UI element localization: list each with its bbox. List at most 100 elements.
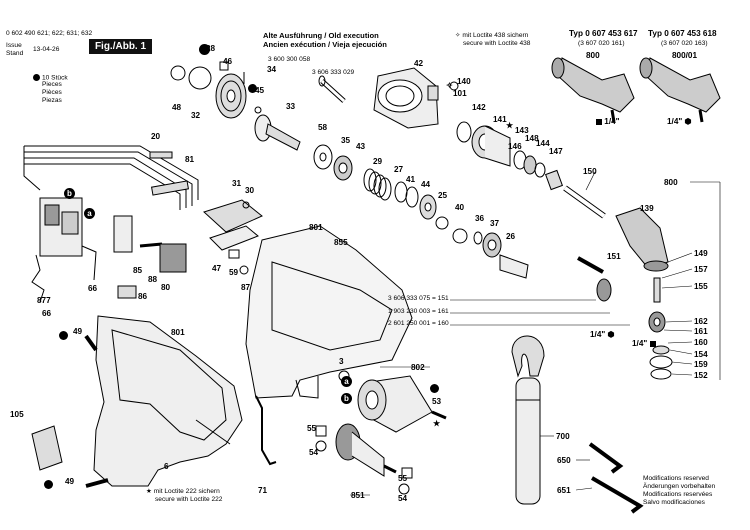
ref-3606333029: 3 606 333 029 [312,69,355,76]
part-802-motor [357,375,447,433]
part-80-switch [159,243,187,273]
part-85-plate [113,215,133,253]
part-number-label: 801 [171,328,185,337]
part-33-spindle [254,114,301,151]
part-59-block [228,249,240,259]
part-number-label: 47 [212,264,222,273]
chuck-label-right: 1/4" [632,339,656,348]
part-105-cover [31,425,63,471]
part-number-label: 59 [229,268,239,277]
part-number-label: 26 [506,232,516,241]
part-number-label: 155 [694,282,708,291]
pieces-quantity: 10 Stück [42,74,68,82]
part-31-board [203,199,263,233]
part-number-label: 700 [556,432,570,441]
part-number-label: 650 [557,456,571,465]
part-25-ring [435,216,449,230]
part-number-label: 157 [694,265,708,274]
star-icon: ★ [146,488,152,495]
part-number-label: 162 [694,317,708,326]
part-number-label: 66 [42,309,52,318]
part-55-bearing-right [401,467,413,479]
part-number-label: 800 [664,178,678,187]
pieces-line-1: Pieces [42,81,62,88]
part-54-ring-left [315,440,327,452]
part-number-label: 48 [172,103,182,112]
part-88-spring [139,242,163,248]
pieces-line-3: Piezas [42,97,62,104]
ref-161: 1 903 230 003 = 161 [388,308,449,315]
star-icon: ★ [433,419,441,428]
wiring-harness [23,145,199,210]
marker-b-motor: b [341,393,352,404]
loctite-222-line-2: secure with Loctite 222 [155,496,223,503]
part-86-clip [117,285,137,299]
variant-618-head [639,57,721,123]
part-151-bit [577,256,604,274]
ref-160: 2 601 250 001 = 160 [388,320,449,327]
part-30-screw [242,201,250,209]
part-number-label: 149 [694,249,708,258]
part-144-washer [523,155,537,175]
part-number-label: 45 [255,86,265,95]
part-801-housing-left [93,315,243,487]
part-number-label: 33 [286,102,296,111]
part-number-label: 34 [267,65,277,74]
part-140-ring [456,121,472,143]
ref-3600300058: 3 600 300 058 [268,56,311,63]
part-number-label: 35 [341,136,351,145]
part-number-label: 58 [318,123,328,132]
part-141-collar [471,125,511,167]
part-851-armature [335,423,397,477]
part-number-label: 802 [411,363,425,372]
part-29-spring [363,168,392,201]
part-155-pin [653,277,661,303]
part-number-label: 37 [490,219,500,228]
part-number-label: 66 [88,284,98,293]
variant-617-head [551,57,635,123]
part-877-switch [31,197,83,303]
part-number-label: 85 [133,266,143,275]
footer-line-2: Änderungen vorbehalten [643,483,716,490]
variant-1-chuck-size: 1/4" [604,117,620,126]
part-49-screw-bottom [85,478,109,488]
bullet-marker-49 [44,480,53,489]
part-87-screw [239,265,249,275]
variant-2-type: Typ 0 607 453 618 [648,29,717,38]
part-801-housing-right [245,225,413,399]
part-number-label: 55 [307,424,317,433]
part-46-pin [219,61,229,71]
part-number-label: 159 [694,360,708,369]
part-147-sleeve [544,169,564,191]
variant-2-code: (3 607 020 163) [661,40,708,47]
issue-date: 13-04-26 [33,46,60,53]
part-number-label: 54 [309,448,319,457]
stand-label: Stand [6,50,24,57]
part-number-label: 146 [508,142,522,151]
part-number-label: 42 [414,59,424,68]
part-700-aux-handle [511,335,545,505]
part-48-clip [170,65,186,81]
part-number-label: 851 [351,491,365,500]
part-number-label: 43 [356,142,366,151]
part-54-ring-right [398,483,410,495]
part-number-label: 30 [245,186,255,195]
marker-b-switch: b [64,188,75,199]
part-41-ring [405,186,419,208]
part-number-label: 141 [493,115,507,124]
part-651-hex-key [590,476,644,514]
star-icon: ✧ [455,32,461,39]
part-71-spring [255,395,277,466]
part-number-label: 140 [457,77,471,86]
part-number-label: 40 [455,203,465,212]
chuck-size-right: 1/4" [632,339,648,348]
filled-dot-icon [33,74,40,81]
footer-line-1: Modifications reserved [643,475,709,482]
part-101-screw [449,81,459,91]
variant-2-chuck: 1/4" ⬢ [667,117,692,126]
part-number-label: 161 [694,327,708,336]
variant-1-chuck: 1/4" [596,117,620,126]
part-number-label: 31 [232,179,242,188]
part-162-gear [648,311,666,333]
part-46-gear [215,73,247,119]
